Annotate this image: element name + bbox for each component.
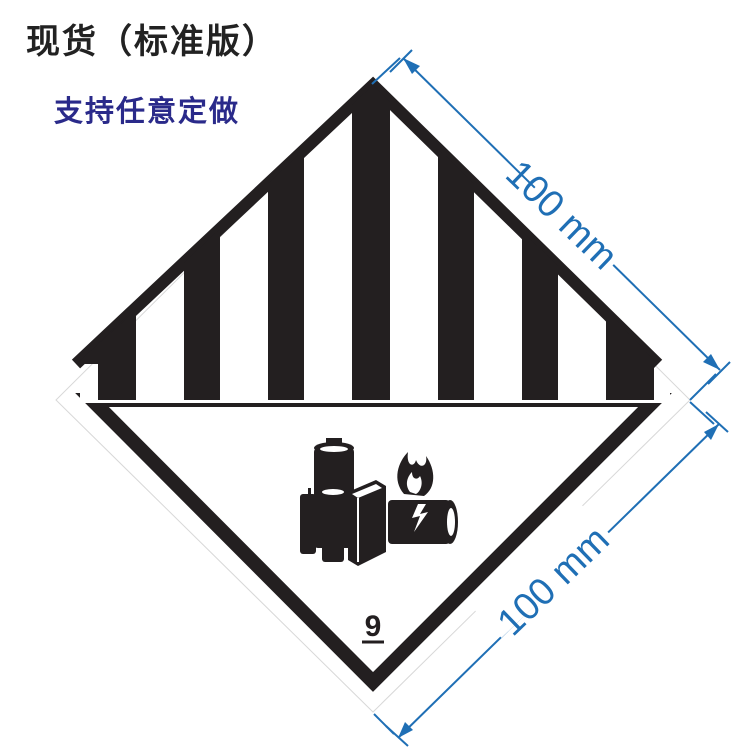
hazard-class-number: 9 bbox=[365, 610, 382, 643]
page-title: 现货（标准版） bbox=[26, 22, 278, 62]
page-subtitle: 支持任意定做 bbox=[54, 94, 241, 128]
lithium-battery-icon bbox=[300, 438, 458, 566]
